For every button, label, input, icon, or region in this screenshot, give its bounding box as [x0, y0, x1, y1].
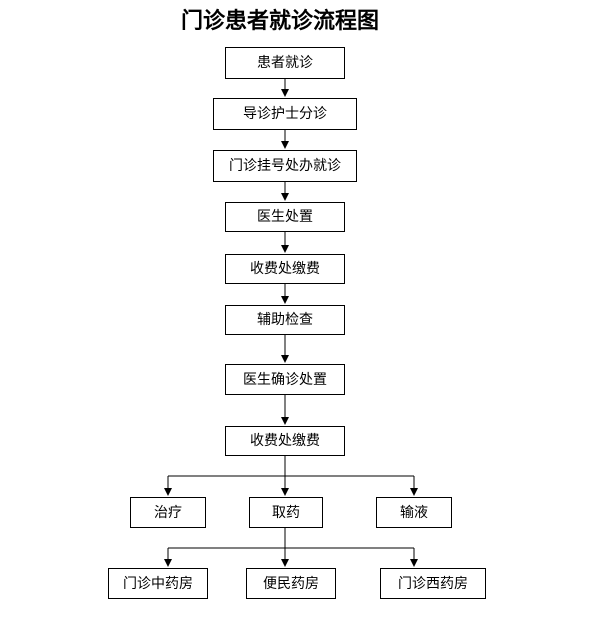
page-title: 门诊患者就诊流程图: [180, 8, 379, 34]
step-infusion: 输液: [376, 497, 452, 528]
step-treatment: 治疗: [130, 497, 206, 528]
step-patient-visit: 患者就诊: [225, 47, 345, 79]
step-auxiliary-exam: 辅助检查: [225, 305, 345, 335]
step-payment-1: 收费处缴费: [225, 254, 345, 284]
pharmacy-convenience: 便民药房: [246, 568, 336, 599]
step-triage-nurse: 导诊护士分诊: [213, 98, 357, 130]
pharmacy-western: 门诊西药房: [380, 568, 486, 599]
pharmacy-chinese: 门诊中药房: [108, 568, 208, 599]
step-registration: 门诊挂号处办就诊: [213, 150, 357, 182]
step-get-medicine: 取药: [249, 497, 323, 528]
step-diagnosis: 医生确诊处置: [225, 364, 345, 395]
step-doctor-treatment: 医生处置: [225, 202, 345, 232]
step-payment-2: 收费处缴费: [225, 426, 345, 456]
